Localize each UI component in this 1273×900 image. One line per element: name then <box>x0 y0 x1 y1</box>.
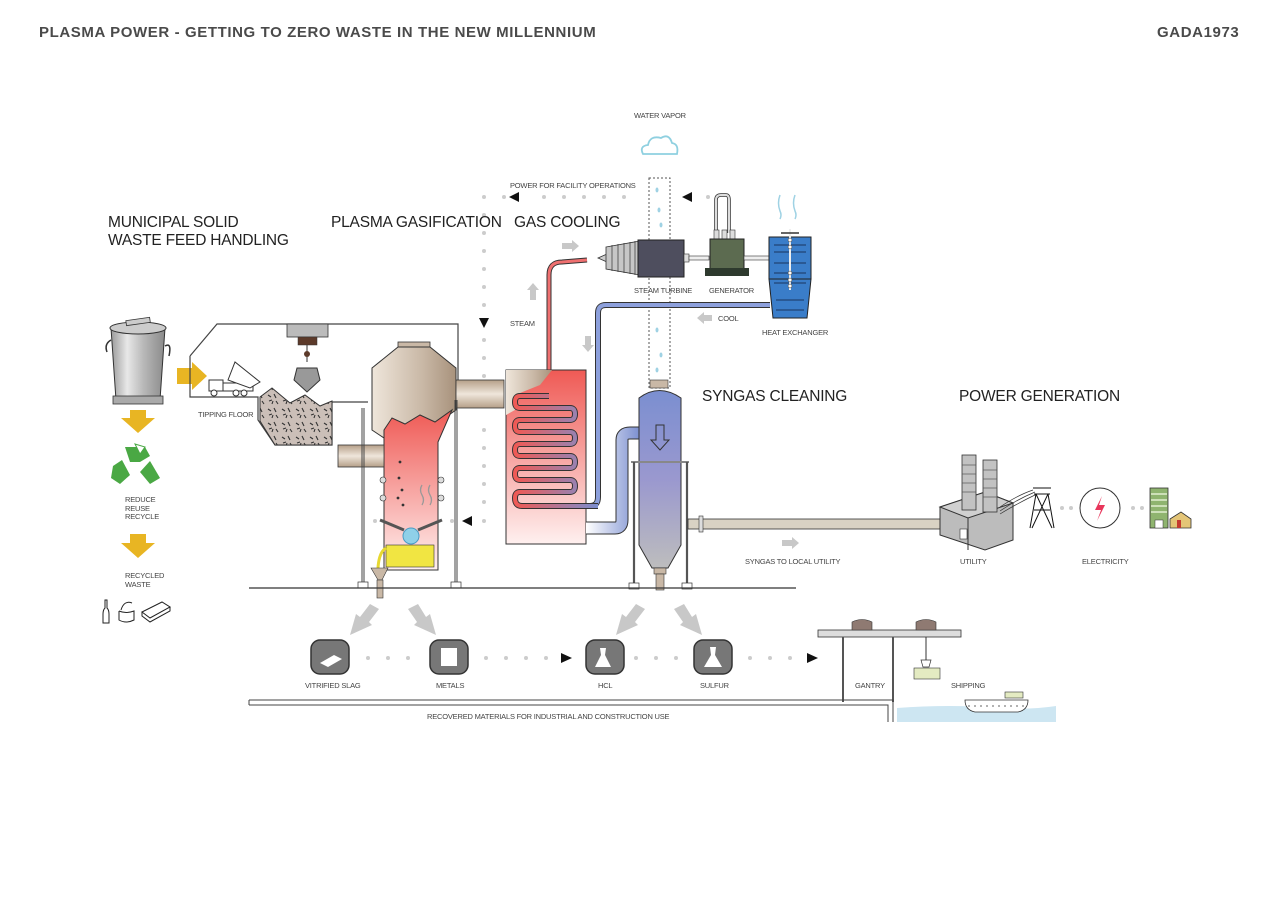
label-steam: STEAM <box>510 319 535 328</box>
ship-icon <box>964 691 1029 713</box>
page-title: PLASMA POWER - GETTING TO ZERO WASTE IN … <box>39 24 597 41</box>
label-syngas-to-utility: SYNGAS TO LOCAL UTILITY <box>745 557 841 566</box>
label-heat-exchanger: HEAT EXCHANGER <box>762 328 829 337</box>
gray-flow-arrows <box>527 240 799 549</box>
label-tipping-floor: TIPPING FLOOR <box>198 410 254 419</box>
city-buildings-icon <box>1149 487 1192 529</box>
section-title-msw: MUNICIPAL SOLID WASTE FEED HANDLING <box>108 214 289 249</box>
utility-plant-icon <box>938 454 1038 551</box>
power-pylon-icon <box>1029 487 1055 529</box>
label-generator: GENERATOR <box>709 286 755 295</box>
yellow-arrow-down-2 <box>121 534 155 558</box>
yellow-arrow-right <box>177 362 207 390</box>
generator <box>705 193 771 276</box>
cloud-icon <box>640 135 679 155</box>
product-label: SULFUR <box>700 681 729 690</box>
syngas-transfer-pipe <box>586 426 640 535</box>
section-title-gas-cooling: GAS COOLING <box>514 214 621 231</box>
label-facility-power: POWER FOR FACILITY OPERATIONS <box>510 181 636 190</box>
label-reduce-reuse-recycle: REDUCE REUSE RECYCLE <box>125 495 160 521</box>
waste-pile <box>259 387 333 446</box>
product-label: HCL <box>598 681 613 690</box>
product-label: METALS <box>436 681 465 690</box>
label-recycled-waste: RECYCLED WASTE <box>125 571 165 589</box>
gas-cooler <box>505 369 598 545</box>
crane-grabber <box>286 323 329 393</box>
label-cool: COOL <box>718 314 739 323</box>
gantry-crane <box>817 619 962 702</box>
plasma-gasifier <box>370 341 457 599</box>
section-title-power-generation: POWER GENERATION <box>959 388 1120 405</box>
syngas-outlet-pipe <box>455 379 505 409</box>
steam-turbine <box>597 239 710 278</box>
label-water-vapor: WATER VAPOR <box>634 111 686 120</box>
dump-truck-icon <box>208 361 261 397</box>
label-shipping: SHIPPING <box>951 681 986 690</box>
syngas-pipeline <box>687 518 941 530</box>
label-gantry: GANTRY <box>855 681 885 690</box>
label-recovered-materials: RECOVERED MATERIALS FOR INDUSTRIAL AND C… <box>427 712 670 721</box>
product-icon-boxes <box>310 639 733 675</box>
author-tag: GADA1973 <box>1157 24 1240 41</box>
vitrified-slag-icon <box>310 639 350 675</box>
heat-exchanger <box>768 194 812 319</box>
feed-pipe <box>337 444 385 468</box>
label-steam-turbine: STEAM TURBINE <box>634 286 693 295</box>
facility-power-dotted-line <box>373 195 710 523</box>
label-utility: UTILITY <box>960 557 987 566</box>
syngas-scrubber <box>628 379 693 591</box>
base-ledge <box>248 699 894 722</box>
section-title-syngas-cleaning: SYNGAS CLEANING <box>702 388 848 405</box>
product-arrows <box>350 604 702 635</box>
section-title-gasification: PLASMA GASIFICATION <box>331 214 502 231</box>
recycle-icon <box>111 443 160 484</box>
trash-can-icon <box>105 316 171 405</box>
product-label: VITRIFIED SLAG <box>305 681 361 690</box>
yellow-arrow-down <box>121 410 155 433</box>
label-electricity: ELECTRICITY <box>1082 557 1129 566</box>
flow-arrowheads <box>462 192 692 526</box>
recycled-items-icon <box>102 599 171 624</box>
